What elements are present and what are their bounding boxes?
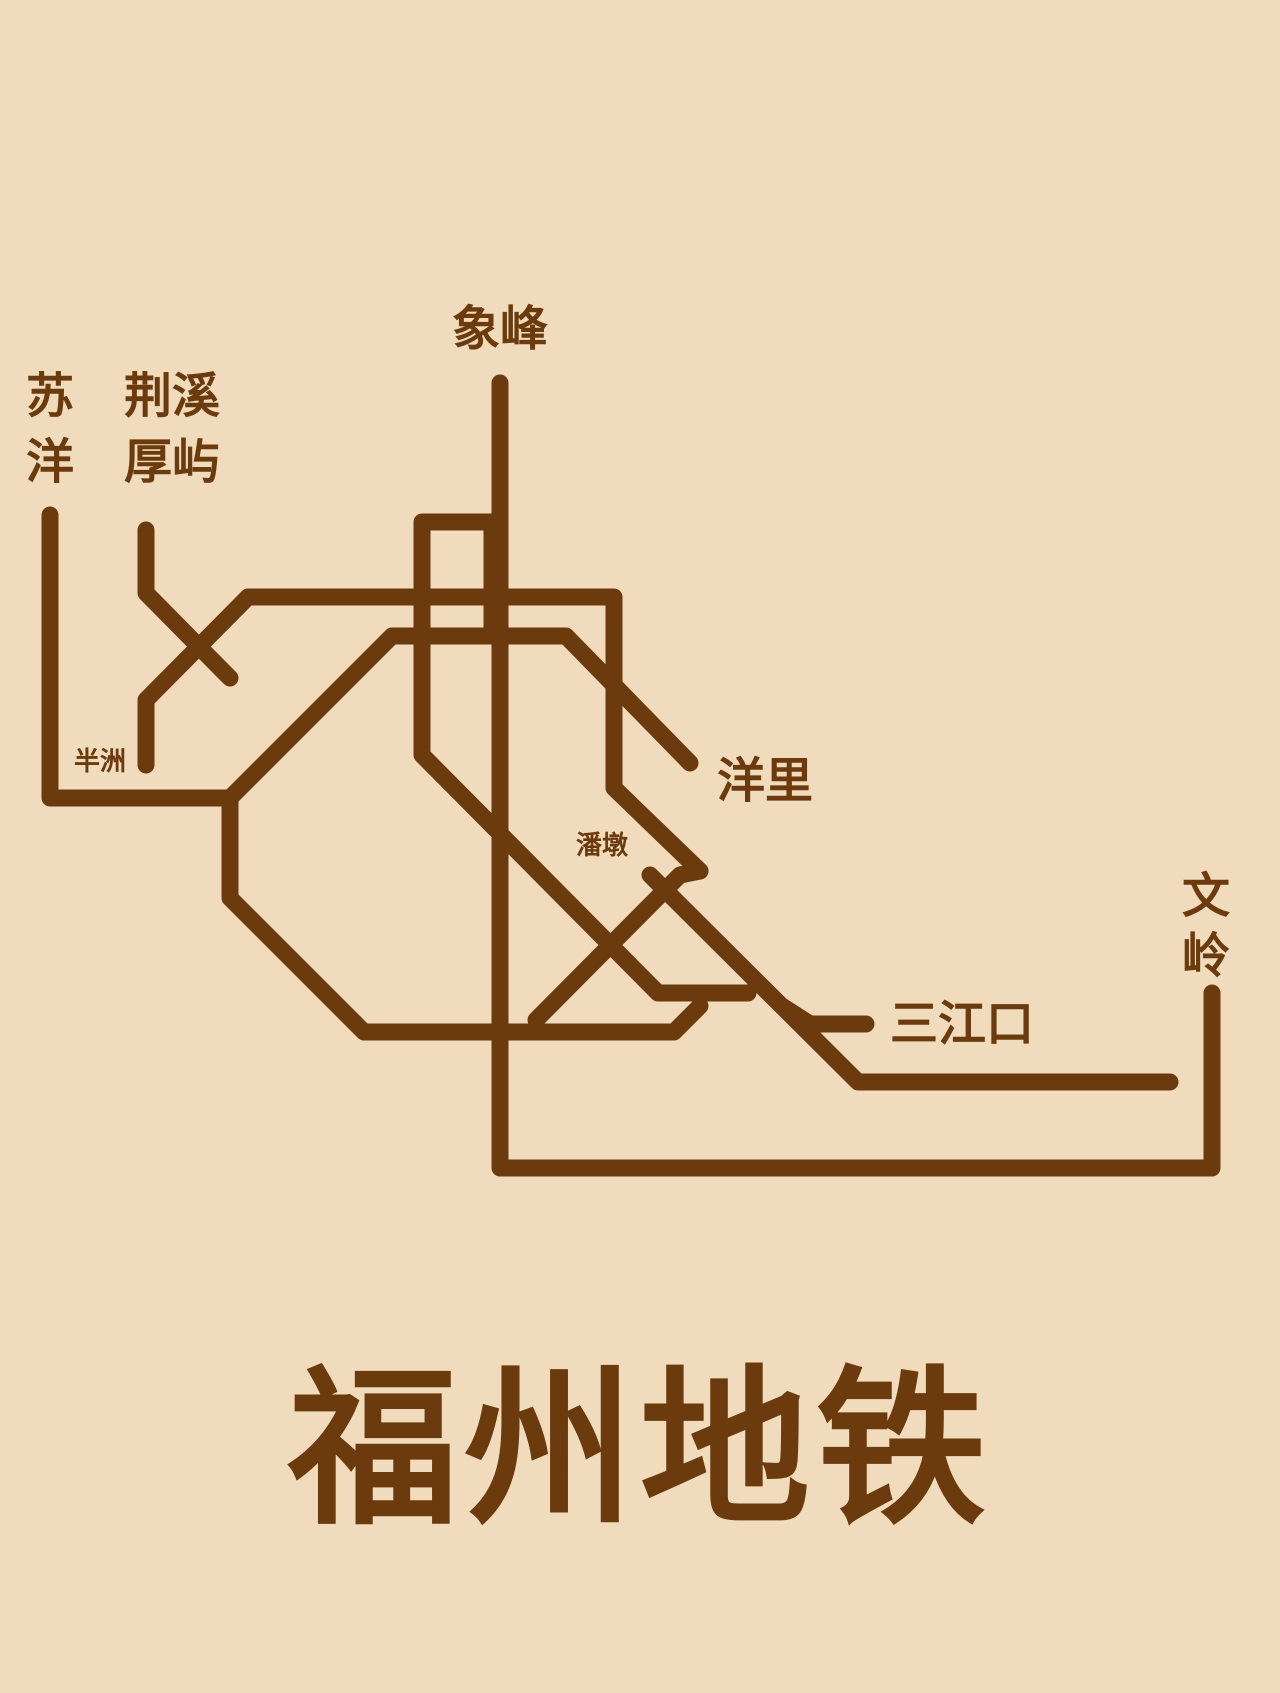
- station-sanjiangkou: 三江口: [890, 996, 1034, 1052]
- station-wenling-2: 岭: [1182, 928, 1230, 984]
- line-banzhou: [137, 588, 709, 880]
- station-wenling-1: 文: [1182, 868, 1230, 924]
- station-pandun: 潘墩: [576, 831, 629, 861]
- station-suyang-1: 苏: [26, 368, 74, 424]
- station-xiangfeng: 象峰: [452, 301, 548, 357]
- line-sanjiangkou: [641, 866, 1179, 1091]
- line-pandun: [527, 862, 709, 1029]
- line-sanjiangkou-spur: [773, 997, 875, 1033]
- poster-title: 福州地铁: [287, 1351, 992, 1549]
- station-jingxi-2: 厚屿: [124, 434, 220, 490]
- station-jingxi-1: 荆溪: [124, 368, 221, 424]
- line-suyang: [41, 506, 709, 1041]
- line-xiangfeng-wenling: [491, 374, 1221, 1177]
- line-yangli: [221, 627, 699, 807]
- station-yangli: 洋里: [717, 753, 813, 809]
- station-banzhou: 半洲: [74, 747, 126, 777]
- line-jingxi: [137, 521, 239, 687]
- station-suyang-2: 洋: [26, 434, 74, 490]
